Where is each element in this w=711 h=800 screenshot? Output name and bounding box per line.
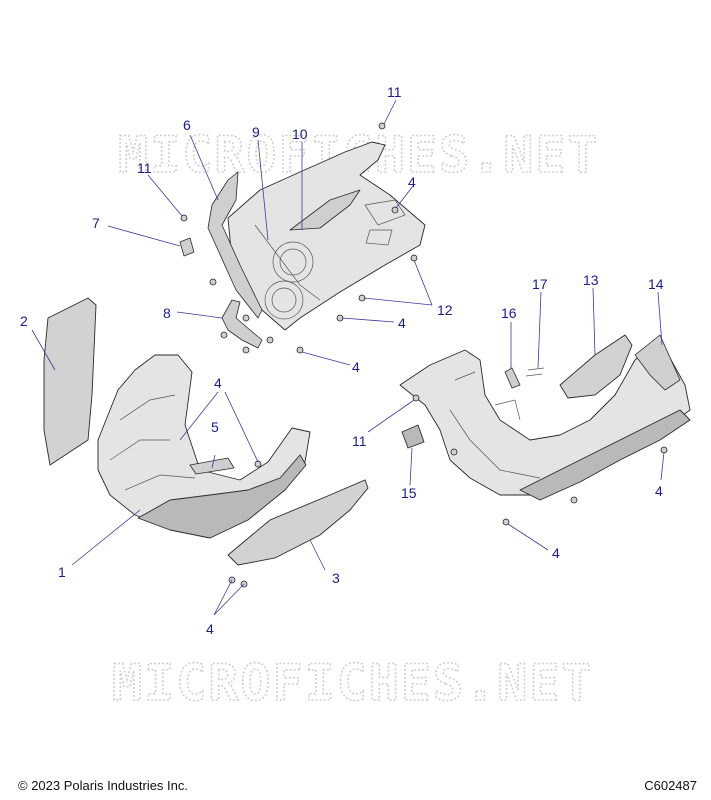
- callout-11: 11: [387, 84, 402, 100]
- callout-13: 13: [583, 272, 599, 288]
- watermark-bottom: MICROFICHES.NET: [112, 654, 594, 712]
- clip: [179, 237, 195, 257]
- callout-2: 2: [20, 313, 28, 329]
- side-panel-left: [43, 297, 97, 466]
- callout-15: 15: [401, 485, 417, 501]
- callout-14: 14: [648, 276, 664, 292]
- callout-4: 4: [206, 621, 214, 637]
- callouts: 1 2 3 4 4 4 4 4 4 4 5 6 7 8 9 10 11 11 1…: [20, 84, 664, 637]
- callout-9: 9: [252, 124, 260, 140]
- diagram-id: C602487: [644, 778, 697, 793]
- belly-pan: [97, 354, 311, 539]
- copyright-text: © 2023 Polaris Industries Inc.: [18, 778, 188, 793]
- callout-6: 6: [183, 117, 191, 133]
- callout-4: 4: [398, 315, 406, 331]
- callout-11: 11: [137, 160, 152, 176]
- callout-4: 4: [408, 174, 416, 190]
- callout-4: 4: [352, 359, 360, 375]
- callout-5: 5: [211, 419, 219, 435]
- callout-8: 8: [163, 305, 171, 321]
- callout-1: 1: [58, 564, 66, 580]
- callout-16: 16: [501, 305, 517, 321]
- mount-bracket: [221, 299, 263, 349]
- right-panel: [559, 334, 633, 399]
- callout-4: 4: [214, 375, 222, 391]
- side-bracket: [207, 171, 263, 319]
- block-15: [401, 424, 425, 449]
- clip-16: [504, 367, 521, 389]
- leader-lines: [31, 99, 665, 616]
- callout-12: 12: [437, 302, 453, 318]
- callout-7: 7: [92, 215, 100, 231]
- callout-4: 4: [552, 545, 560, 561]
- callout-17: 17: [532, 276, 548, 292]
- callout-11: 11: [352, 433, 367, 449]
- lower-panel: [227, 479, 369, 566]
- callout-10: 10: [292, 126, 308, 142]
- rivets-17: [525, 367, 545, 377]
- callout-3: 3: [332, 570, 340, 586]
- front-skid-right: [399, 334, 691, 501]
- callout-4: 4: [655, 483, 663, 499]
- fasteners: [180, 122, 668, 588]
